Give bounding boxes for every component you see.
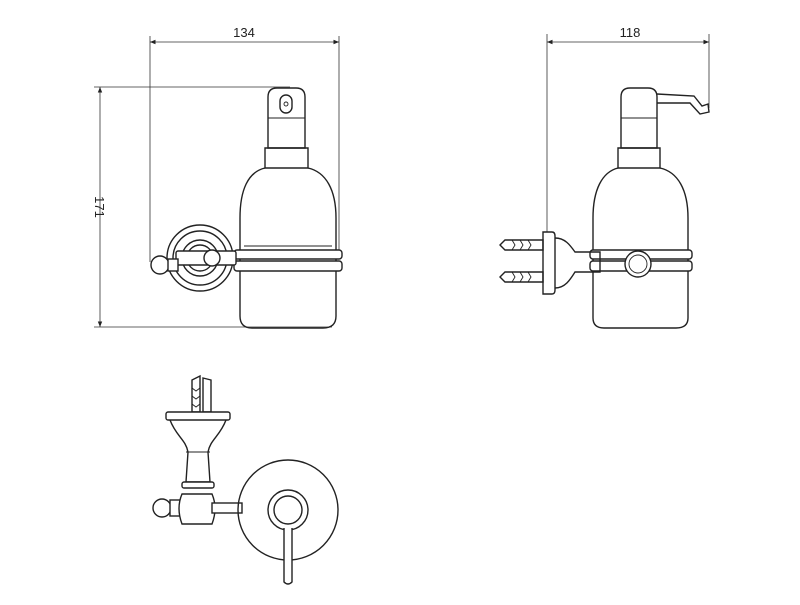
collar-side (617, 147, 661, 169)
wall-bracket-side (542, 231, 652, 295)
wall-plugs (499, 239, 544, 283)
dimension-label-171: 171 (92, 196, 107, 218)
knob (150, 255, 170, 275)
pump-head-side (620, 87, 710, 149)
bottle-body (239, 167, 337, 329)
top-bottle (237, 459, 339, 585)
wall-rosette (166, 224, 237, 292)
dimension-width-front: 134 (149, 25, 340, 262)
front-view: 134 171 (92, 25, 343, 329)
top-view (152, 374, 339, 585)
top-knob (152, 498, 172, 518)
bottle-body-side (592, 167, 689, 329)
dimension-height-front: 171 (92, 86, 332, 328)
pump-head (267, 87, 306, 149)
side-view: 118 (499, 25, 710, 329)
collar (264, 147, 309, 169)
dimension-label-118: 118 (620, 25, 641, 40)
holder-band (233, 245, 343, 272)
dimension-width-side: 118 (546, 25, 710, 232)
top-wall-plugs (191, 374, 212, 413)
top-post (169, 419, 227, 483)
dimension-label-134: 134 (233, 25, 255, 40)
top-base-plate (165, 411, 231, 421)
